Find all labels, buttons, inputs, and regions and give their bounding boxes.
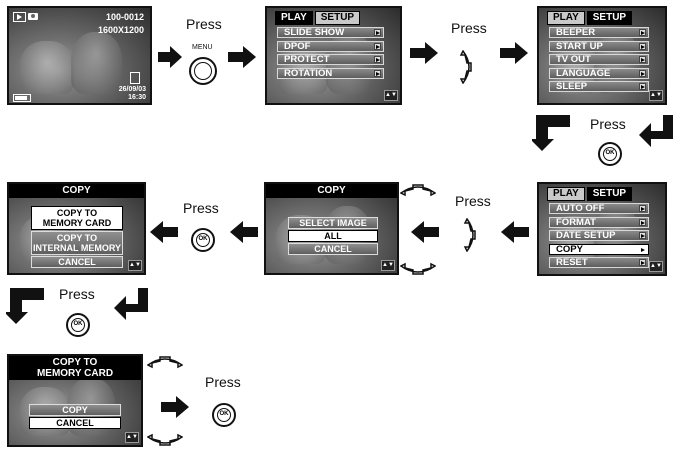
up-rocker-button-icon[interactable] [399, 179, 437, 202]
tab-setup[interactable]: SETUP [314, 11, 361, 25]
option-all[interactable]: ALL [288, 230, 378, 242]
copy-title: COPY [266, 184, 397, 198]
press-label: Press [451, 20, 487, 36]
menu-key-label: MENU [192, 44, 213, 51]
arrow-left-icon [501, 221, 529, 248]
arrow-down-left-icon [4, 286, 46, 331]
menu-item-beeper[interactable]: BEEPER [549, 27, 649, 38]
play-menu-screen: PLAY SETUP SLIDE SHOW DPOF PROTECT ROTAT… [265, 6, 402, 105]
battery-icon [13, 94, 31, 102]
tab-play[interactable]: PLAY [547, 187, 585, 201]
submenu-arrow-icon [374, 56, 381, 64]
submenu-arrow-icon [639, 218, 646, 226]
press-label: Press [590, 116, 626, 132]
file-number: 100-0012 [105, 12, 144, 22]
menu-item-sleep[interactable]: SLEEP [549, 81, 649, 93]
scroll-updown-icon: ▲▼ [381, 260, 395, 271]
setup-menu-screen-1: PLAY SETUP BEEPER START UP TV OUT LANGUA… [537, 6, 667, 105]
tab-play[interactable]: PLAY [275, 11, 313, 25]
ok-button[interactable]: OK [598, 142, 622, 166]
playback-icon [13, 12, 26, 22]
arrow-left-icon [230, 221, 258, 248]
submenu-arrow-icon [639, 56, 646, 64]
down-rocker-button-icon[interactable] [146, 433, 184, 456]
arrow-right-icon [161, 396, 189, 423]
submenu-arrow-icon [374, 42, 381, 50]
copy-title: COPY [9, 184, 144, 198]
submenu-arrow-icon [639, 29, 646, 36]
option-select-image[interactable]: SELECT IMAGE [288, 217, 378, 229]
arrow-left-icon [150, 221, 178, 248]
arrow-left-icon [411, 221, 439, 248]
menu-button[interactable] [189, 57, 217, 85]
submenu-arrow-icon [639, 259, 646, 267]
scroll-updown-icon: ▲▼ [649, 90, 663, 101]
setup-menu-screen-2: PLAY SETUP AUTO OFF FORMAT DATE SETUP CO… [537, 182, 667, 276]
menu-item-copy[interactable]: COPY [549, 243, 649, 255]
arrow-right-icon [410, 42, 438, 69]
arrow-down-left-icon [637, 113, 675, 156]
press-label: Press [183, 200, 219, 216]
menu-item-tv-out[interactable]: TV OUT [549, 54, 649, 66]
arrow-right-icon [228, 46, 256, 73]
menu-item-language[interactable]: LANGUAGE [549, 67, 649, 79]
submenu-arrow-icon [639, 205, 646, 212]
menu-item-rotation[interactable]: ROTATION [277, 67, 384, 79]
option-cancel[interactable]: CANCEL [29, 417, 121, 429]
submenu-arrow-icon [374, 29, 381, 36]
submenu-arrow-icon [374, 69, 381, 77]
menu-item-auto-off[interactable]: AUTO OFF [549, 203, 649, 214]
ok-button[interactable]: OK [212, 403, 236, 427]
option-cancel[interactable]: CANCEL [31, 256, 123, 268]
press-label: Press [186, 16, 222, 32]
menu-item-dpof[interactable]: DPOF [277, 40, 384, 52]
right-rocker-button-icon[interactable] [463, 217, 481, 257]
submenu-arrow-icon [639, 83, 646, 91]
arrow-down-left-icon [112, 286, 150, 329]
down-rocker-button-icon[interactable] [399, 262, 437, 285]
scroll-updown-icon: ▲▼ [128, 260, 142, 271]
scroll-updown-icon: ▲▼ [125, 432, 139, 443]
resolution: 1600X1200 [97, 25, 144, 35]
menu-item-format[interactable]: FORMAT [549, 216, 649, 228]
up-rocker-button-icon[interactable] [146, 351, 184, 374]
menu-item-start-up[interactable]: START UP [549, 40, 649, 52]
submenu-arrow-icon [639, 69, 646, 77]
arrow-right-icon [158, 46, 182, 73]
tab-play[interactable]: PLAY [547, 11, 585, 25]
scroll-updown-icon: ▲▼ [384, 90, 398, 101]
ok-button[interactable]: OK [191, 228, 215, 252]
arrow-right-icon [500, 42, 528, 69]
sd-card-icon [130, 72, 140, 84]
press-label: Press [455, 193, 491, 209]
press-label: Press [59, 286, 95, 302]
submenu-arrow-icon [639, 232, 646, 240]
right-rocker-button-icon[interactable] [459, 49, 477, 89]
menu-item-slide-show[interactable]: SLIDE SHOW [277, 27, 384, 38]
camera-icon [28, 13, 38, 20]
capture-date: 26/09/03 [118, 86, 146, 93]
press-label: Press [205, 374, 241, 390]
option-cancel[interactable]: CANCEL [288, 243, 378, 255]
submenu-arrow-icon [639, 42, 646, 50]
option-copy[interactable]: COPY [29, 404, 121, 416]
capture-time: 16:30 [128, 94, 146, 101]
scroll-updown-icon: ▲▼ [649, 261, 663, 272]
menu-item-date-setup[interactable]: DATE SETUP [549, 230, 649, 242]
arrow-down-left-icon [530, 113, 572, 158]
playback-preview-screen: 100-0012 1600X1200 26/09/03 16:30 [7, 6, 152, 105]
tab-setup[interactable]: SETUP [586, 187, 633, 201]
menu-item-reset[interactable]: RESET [549, 257, 649, 269]
ok-button[interactable]: OK [66, 313, 90, 337]
tab-setup[interactable]: SETUP [586, 11, 633, 25]
submenu-arrow-icon [639, 245, 646, 253]
copy-screen: COPY SELECT IMAGE ALL CANCEL ▲▼ [264, 182, 399, 275]
menu-item-protect[interactable]: PROTECT [277, 54, 384, 66]
